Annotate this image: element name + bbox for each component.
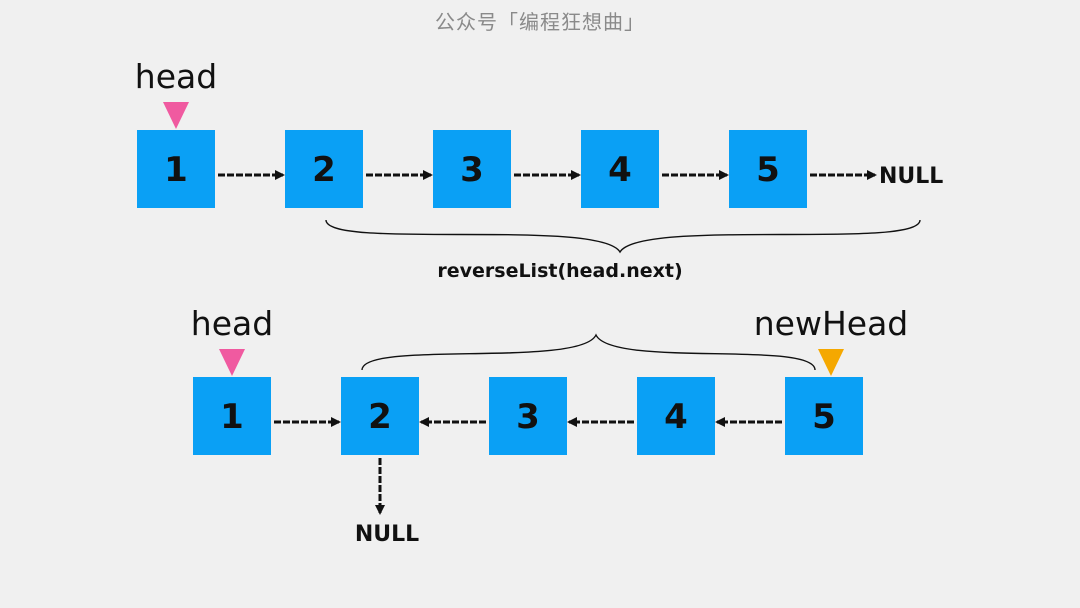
top-node-2: 2	[285, 130, 363, 208]
top-list: head 1 2 3 4 5 NULL reverseList(head.ne	[135, 57, 944, 282]
bottom-node-1-value: 1	[220, 397, 244, 437]
top-null-label: NULL	[879, 164, 943, 189]
bottom-node-4: 4	[637, 377, 715, 455]
bottom-head-pointer	[219, 349, 245, 376]
bottom-node-4-value: 4	[664, 397, 688, 437]
top-node-1: 1	[137, 130, 215, 208]
new-head-pointer	[818, 349, 844, 376]
bottom-node-1: 1	[193, 377, 271, 455]
top-node-3: 3	[433, 130, 511, 208]
new-head-label: newHead	[754, 304, 909, 343]
bottom-node-3: 3	[489, 377, 567, 455]
bottom-node-5-value: 5	[812, 397, 836, 437]
bottom-node-2-value: 2	[368, 397, 392, 437]
top-head-label: head	[135, 57, 217, 96]
top-node-5-value: 5	[756, 150, 780, 190]
top-node-3-value: 3	[460, 150, 484, 190]
top-node-2-value: 2	[312, 150, 336, 190]
top-recursion-brace	[325, 219, 921, 254]
bottom-node-2: 2	[341, 377, 419, 455]
bottom-list: head newHead 1 2 3 4 5 NULL	[191, 304, 908, 547]
watermark: 公众号「编程狂想曲」	[435, 10, 645, 34]
top-node-4-value: 4	[608, 150, 632, 190]
bottom-node-5: 5	[785, 377, 863, 455]
bottom-node-3-value: 3	[516, 397, 540, 437]
top-node-5: 5	[729, 130, 807, 208]
top-head-pointer	[163, 102, 189, 129]
bottom-reversed-brace	[361, 333, 816, 371]
bottom-head-label: head	[191, 304, 273, 343]
recursive-call-label: reverseList(head.next)	[437, 260, 682, 282]
bottom-null-label: NULL	[355, 522, 419, 547]
top-node-1-value: 1	[164, 150, 188, 190]
top-node-4: 4	[581, 130, 659, 208]
